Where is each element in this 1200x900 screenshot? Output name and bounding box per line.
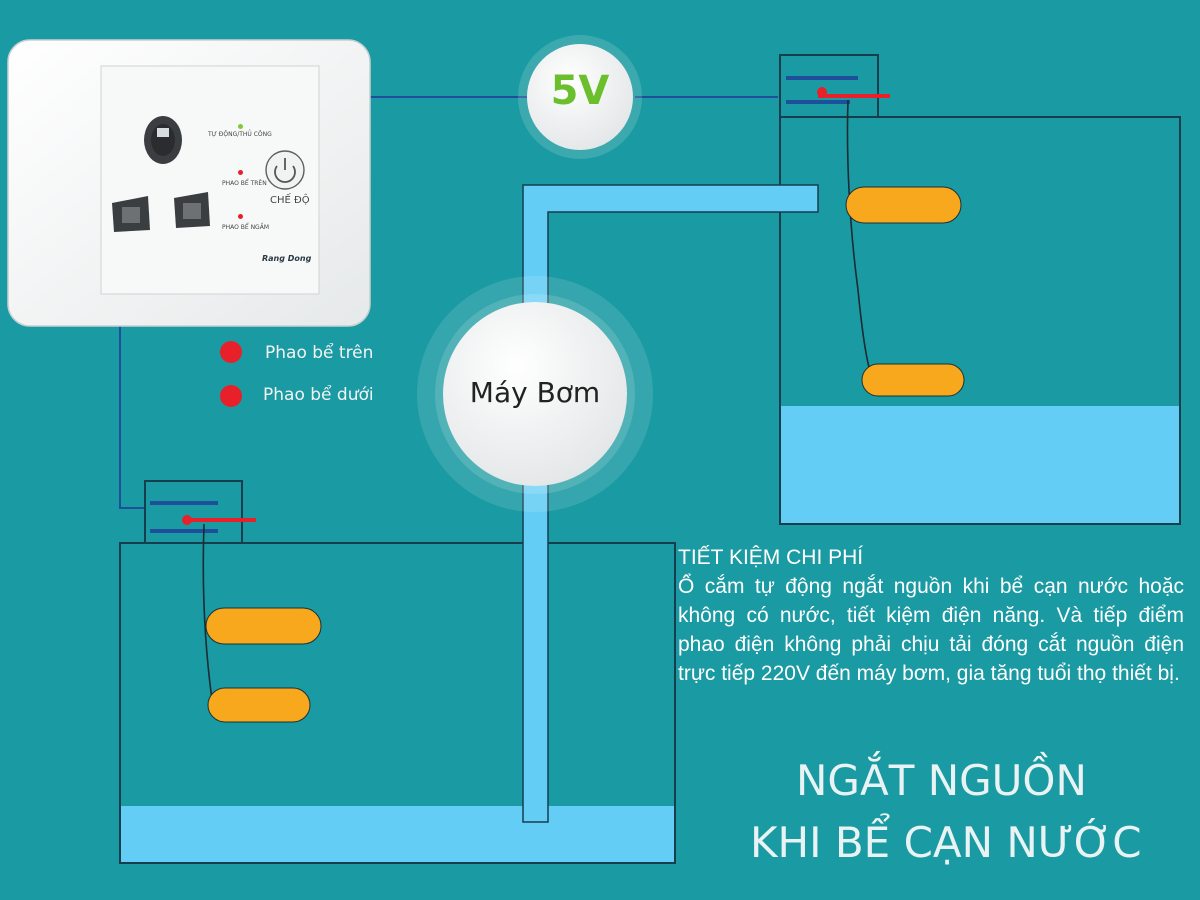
upper-float-cable xyxy=(846,99,873,379)
legend-dot-upper xyxy=(220,341,242,363)
wire-socket-to-lower-switch xyxy=(119,318,145,509)
voltage-badge xyxy=(518,35,642,159)
upper-switch-box xyxy=(779,54,879,118)
pump xyxy=(417,276,653,512)
upper-float-low xyxy=(861,363,965,397)
info-title: TIẾT KIỆM CHI PHÍ xyxy=(678,546,864,569)
status-led-auto xyxy=(238,124,243,129)
lower-tank-water xyxy=(121,806,674,862)
lower-float-low xyxy=(207,687,311,723)
upper-tank-water xyxy=(781,406,1179,523)
lower-float-high xyxy=(205,607,322,645)
socket-brand: Rang Dong xyxy=(262,254,312,263)
upper-tank xyxy=(779,54,1181,525)
legend-label-upper: Phao bể trên xyxy=(265,343,374,363)
legend-dot-lower xyxy=(220,385,242,407)
legend-label-lower: Phao bể dưới xyxy=(263,385,374,405)
lower-switch-box xyxy=(144,480,243,544)
info-body: Ổ cắm tự động ngắt nguồn khi bể cạn nước… xyxy=(678,575,1184,685)
pump-label: Máy Bơm xyxy=(469,376,601,409)
water-pipe xyxy=(522,184,819,823)
headline-line-2: KHI BỂ CẠN NƯỚC xyxy=(750,818,1142,867)
status-led-lower xyxy=(238,214,243,219)
lower-float-cable xyxy=(202,523,213,701)
socket-label-lower: PHAO BỂ NGẦM xyxy=(222,224,269,231)
lower-tank xyxy=(119,480,676,864)
socket-label-upper: PHAO BỂ TRÊN xyxy=(222,180,267,187)
headline-line-1: NGẮT NGUỒN xyxy=(796,756,1087,805)
socket-mode-label: CHẾ ĐỘ xyxy=(270,195,310,206)
voltage-label: 5V xyxy=(550,68,610,114)
status-led-upper xyxy=(238,170,243,175)
info-block: TIẾT KIỆM CHI PHÍ Ổ cắm tự động ngắt ngu… xyxy=(678,543,1184,688)
socket-label-auto: TỰ ĐỘNG/THỦ CÔNG xyxy=(208,131,272,138)
upper-float-high xyxy=(845,186,962,224)
wires xyxy=(119,96,778,509)
smart-socket xyxy=(7,39,371,327)
